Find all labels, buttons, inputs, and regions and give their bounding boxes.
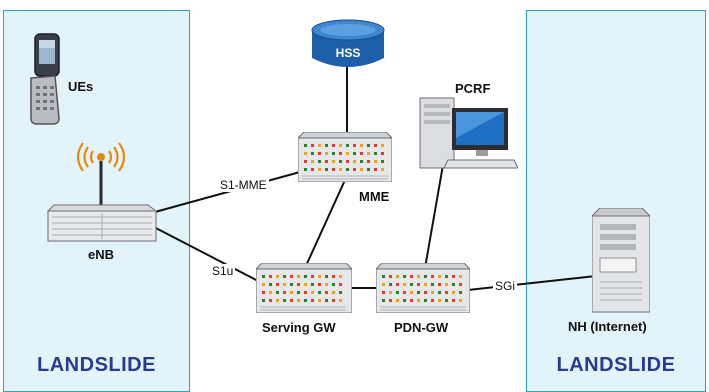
pdn-gw-label: PDN-GW: [394, 320, 449, 335]
hss-node: [310, 18, 386, 75]
mme-label: MME: [359, 189, 390, 204]
landslide-left-title: LANDSLIDE: [37, 354, 156, 376]
mme-node: [296, 131, 394, 187]
landslide-panel-left: LANDSLIDE: [3, 10, 190, 392]
link-pcrf-pdn-gw: [424, 164, 444, 269]
server-tower-icon: [590, 207, 652, 313]
ues-node: [25, 30, 65, 133]
link-pdn-gw-nh: [467, 275, 597, 291]
database-icon: [311, 19, 385, 67]
network-rack-icon: [296, 131, 394, 183]
serving-gw-node: [254, 262, 354, 318]
link-label-s1-mme: S1-MME: [218, 178, 269, 192]
enb-node: [46, 135, 160, 248]
link-label-s1u: S1u: [210, 264, 236, 278]
enb-label: eNB: [88, 247, 115, 262]
nh-label: NH (Internet): [568, 319, 647, 334]
pdn-gw-node: [374, 262, 472, 318]
enodeb-antenna-icon: [46, 142, 158, 242]
desktop-computer-icon: [419, 97, 519, 169]
nh-node: [590, 207, 652, 319]
link-enb-serving-gw: [149, 224, 263, 284]
ues-label: UEs: [68, 79, 94, 94]
pcrf-node: [418, 94, 519, 177]
landslide-right-title: LANDSLIDE: [556, 354, 676, 376]
network-rack-icon: [254, 262, 354, 314]
pcrf-label: PCRF: [455, 81, 491, 96]
landslide-panel-right: LANDSLIDE: [526, 10, 706, 392]
link-label-sgi: SGi: [493, 279, 518, 293]
serving-gw-label: Serving GW: [262, 320, 336, 335]
link-mme-serving-gw: [304, 179, 346, 269]
mobile-phone-icon: [30, 33, 60, 125]
link-enb-mme: [154, 171, 301, 213]
network-rack-icon: [374, 262, 472, 314]
hss-label: HSS: [335, 46, 361, 60]
